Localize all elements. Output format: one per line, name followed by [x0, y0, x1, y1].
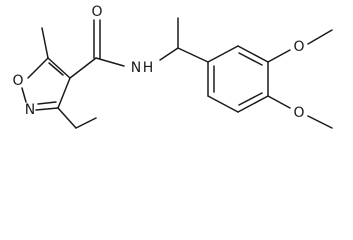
bond-c4-carbonyl [69, 57, 97, 79]
atom-label-amide-h: H [143, 60, 154, 76]
bond-c3-ethyl [57, 107, 77, 129]
bond-n2-c3-double [37, 101, 57, 105]
bonds [21, 17, 333, 129]
bond-n2-c3 [35, 107, 59, 111]
atom-label-amide-n: N [131, 60, 141, 76]
bond-o-upper-ch3 [307, 29, 333, 45]
bond-ph4-o-lower [267, 95, 291, 109]
bond-c5-o1 [27, 57, 49, 79]
atom-labels: O N H O N O O [12, 4, 304, 121]
bond-c4-c5-double [48, 62, 64, 76]
atom-label-ring-o: O [12, 73, 23, 89]
bond-n-ch [159, 47, 179, 61]
bond-carbonyl-n [95, 57, 125, 67]
bond-c4-c5 [47, 57, 71, 79]
atom-label-methoxy-o-lower: O [293, 105, 304, 121]
bond-ch-phenyl [177, 47, 209, 63]
bond-ph3-o-upper [267, 49, 291, 63]
bond-ph-5-6 [207, 95, 239, 113]
bond-ph-1-2 [207, 45, 239, 63]
atom-label-methoxy-o-upper: O [293, 39, 304, 55]
atom-label-carbonyl-o: O [91, 4, 102, 20]
bond-ph-2-3-inner [238, 52, 263, 66]
chemical-structure-diagram: O N H O N O O [12, 4, 333, 129]
bond-c3-c4 [57, 77, 71, 109]
bond-o-lower-ch3 [307, 115, 333, 129]
bond-ph-4-5 [237, 95, 269, 113]
bond-ph-4-5-inner [238, 92, 263, 106]
bond-o1-n2 [21, 87, 27, 103]
bond-ethyl-ch3 [75, 117, 97, 129]
atom-label-ring-n: N [25, 102, 35, 118]
bond-methyl-c5 [41, 27, 49, 59]
bond-ph-2-3 [237, 45, 269, 63]
